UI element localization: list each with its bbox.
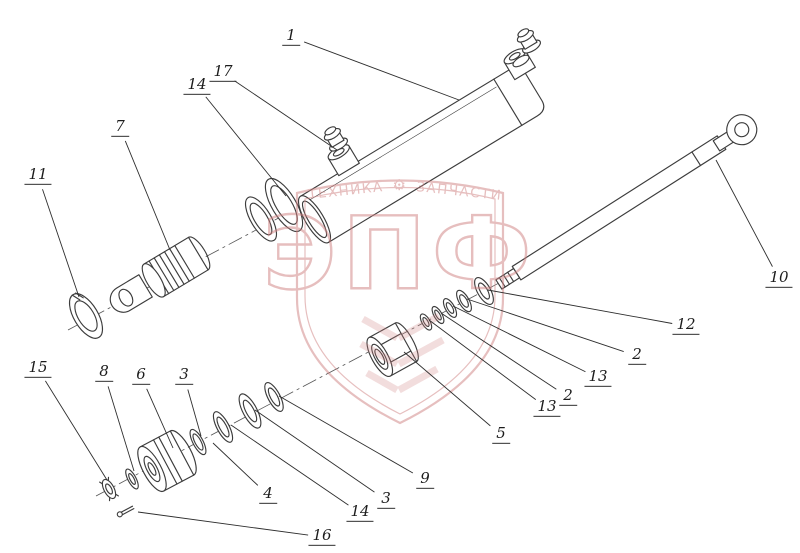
leader-line-3 <box>254 409 375 493</box>
gear-icon: ⚙ <box>393 176 408 194</box>
watermark-brand: ЭПФ <box>263 195 537 312</box>
leader-line-10 <box>715 159 773 267</box>
leader-line-8 <box>107 386 135 472</box>
rod-washer <box>456 289 472 313</box>
watermark: ЭПФ ТЕХНИКА ⚙ ЗАПЧАСТИ <box>262 176 537 425</box>
shield-inner-outline <box>304 186 496 415</box>
leader-line-7 <box>124 140 171 251</box>
piston <box>137 429 197 493</box>
leader-line-2 <box>466 298 624 352</box>
leader-line-5 <box>403 351 491 427</box>
tread-pattern-icon <box>359 312 445 394</box>
port-cap-end <box>516 28 541 54</box>
leader-line-15 <box>45 380 108 481</box>
leader-line-11 <box>42 189 80 298</box>
castle-nut <box>99 476 119 502</box>
cotter-pin <box>116 505 135 518</box>
leader-line-12 <box>487 289 673 324</box>
leader-line-13 <box>428 319 537 400</box>
leader-line-14 <box>230 424 349 506</box>
head-collar <box>264 177 304 233</box>
leader-line-6 <box>146 388 174 449</box>
leader-line-4 <box>212 442 259 486</box>
rod-end-clevis <box>109 274 153 313</box>
rod-washer <box>474 277 494 305</box>
leader-line-2 <box>440 312 557 390</box>
leader-line-3 <box>187 389 202 437</box>
leader-line-14 <box>205 96 287 197</box>
gland-fitting <box>366 322 419 377</box>
leader-line-9 <box>278 395 414 474</box>
port-cap-mid <box>323 126 348 152</box>
shield-outline <box>295 179 505 425</box>
port-cap-washer <box>512 54 530 68</box>
piston-seal-ring <box>264 382 284 412</box>
leader-line-13 <box>452 305 586 373</box>
rod-seal-ring <box>442 298 458 318</box>
piston-seal-ring <box>189 428 207 456</box>
leader-line-16 <box>137 511 309 536</box>
leader-line-1 <box>303 41 460 101</box>
lock-ring <box>68 292 104 339</box>
watermark-tagline-left: ТЕХНИКА <box>307 179 385 203</box>
piston-seal-ring <box>238 393 262 429</box>
leader-line-17 <box>234 80 338 151</box>
rod-end-bushing <box>141 236 211 298</box>
piston-washer <box>125 468 139 490</box>
head-seal-ring <box>244 196 278 242</box>
piston-rod <box>495 114 758 290</box>
piston-seal-ring <box>212 411 234 443</box>
